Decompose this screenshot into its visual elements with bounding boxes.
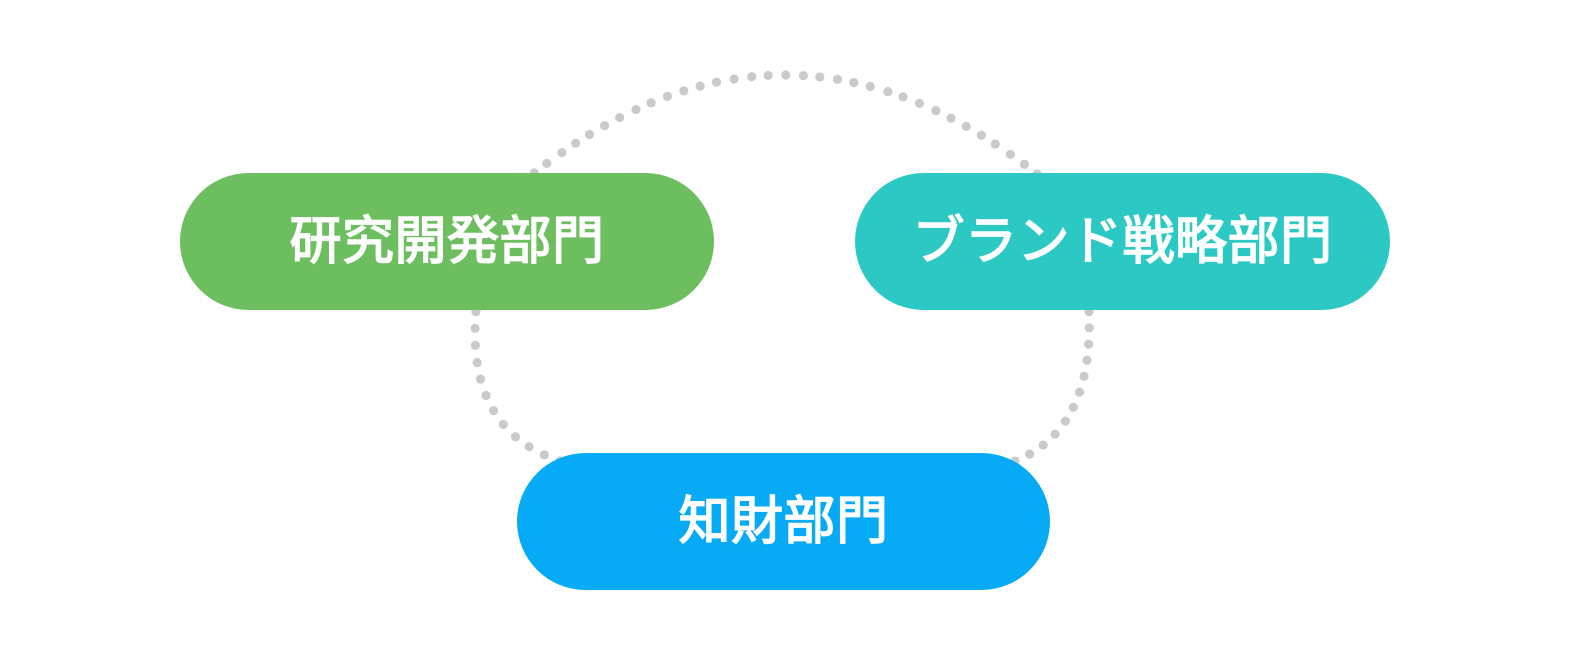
node-brand-strategy[interactable]: ブランド戦略部門 bbox=[855, 173, 1390, 310]
node-intellectual-property[interactable]: 知財部門 bbox=[517, 453, 1050, 590]
node-label-intellectual-property: 知財部門 bbox=[678, 491, 889, 552]
node-label-brand-strategy: ブランド戦略部門 bbox=[912, 211, 1333, 272]
connector-rd-to-ip bbox=[470, 306, 565, 466]
node-label-research-development: 研究開発部門 bbox=[289, 211, 605, 272]
connector-rd-to-brand bbox=[529, 70, 1042, 179]
node-research-development[interactable]: 研究開発部門 bbox=[180, 173, 714, 310]
connector-brand-to-ip bbox=[1010, 306, 1094, 466]
